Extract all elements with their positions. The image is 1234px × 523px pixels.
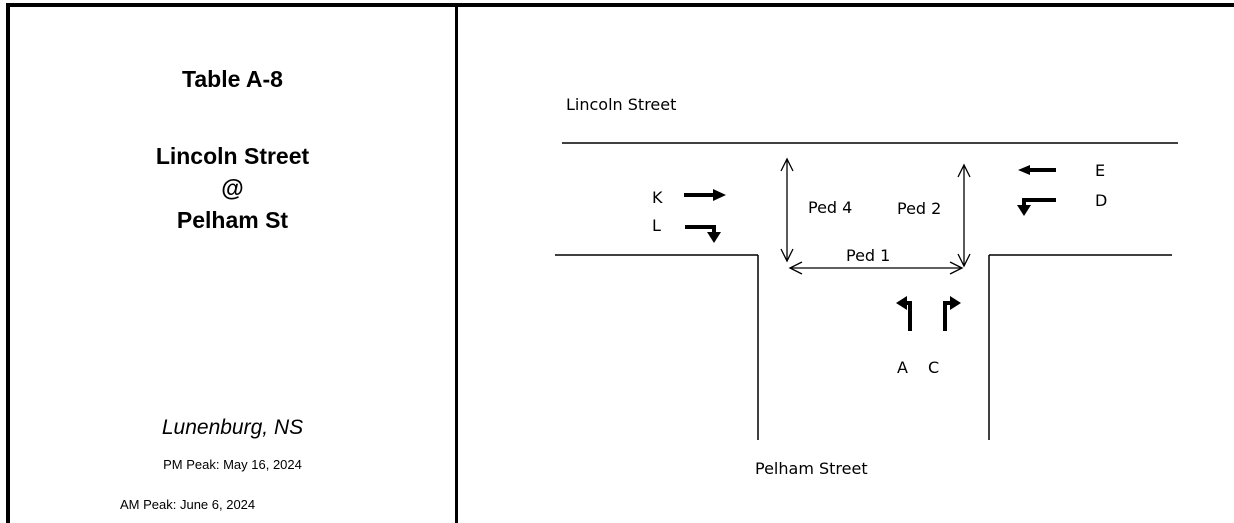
ped-4-label: Ped 4 xyxy=(808,198,852,217)
intersection-at-symbol: @ xyxy=(221,175,244,201)
am-peak-date: AM Peak: June 6, 2024 xyxy=(120,497,256,512)
intersection-street-2: Pelham St xyxy=(176,207,289,233)
location: Lunenburg, NS xyxy=(161,416,304,439)
top-street-label: Lincoln Street xyxy=(566,95,676,114)
ped-4-crosswalk-arrow xyxy=(780,157,794,263)
d-left-turn-arrow-icon xyxy=(1017,198,1056,216)
info-panel: Table A-8 Lincoln Street @ Pelham St Lun… xyxy=(10,7,455,523)
ped-2-label: Ped 2 xyxy=(897,199,941,218)
panel-divider xyxy=(455,3,458,523)
intersection-street-1: Lincoln Street xyxy=(155,143,310,169)
l-right-turn-arrow-icon xyxy=(685,225,721,243)
movement-a-label: A xyxy=(897,358,908,377)
movement-k-label: K xyxy=(652,188,663,207)
ped-1-label: Ped 1 xyxy=(846,246,890,265)
movement-l-label: L xyxy=(652,216,661,235)
ped-2-crosswalk-arrow xyxy=(957,163,971,268)
movement-d-label: D xyxy=(1095,191,1107,210)
frame-left-border xyxy=(6,3,10,523)
bottom-street-label: Pelham Street xyxy=(755,459,868,478)
pm-peak-date: PM Peak: May 16, 2024 xyxy=(163,457,302,472)
ped-1-crosswalk-arrow xyxy=(788,261,964,275)
table-title: Table A-8 xyxy=(182,66,283,92)
frame-top-border xyxy=(6,3,1234,7)
movement-e-label: E xyxy=(1095,161,1105,180)
k-through-arrow-icon xyxy=(684,189,726,201)
e-through-arrow-icon xyxy=(1018,165,1056,175)
c-right-turn-arrow-icon xyxy=(943,296,961,331)
movement-c-label: C xyxy=(928,358,939,377)
a-left-turn-arrow-icon xyxy=(896,296,912,331)
